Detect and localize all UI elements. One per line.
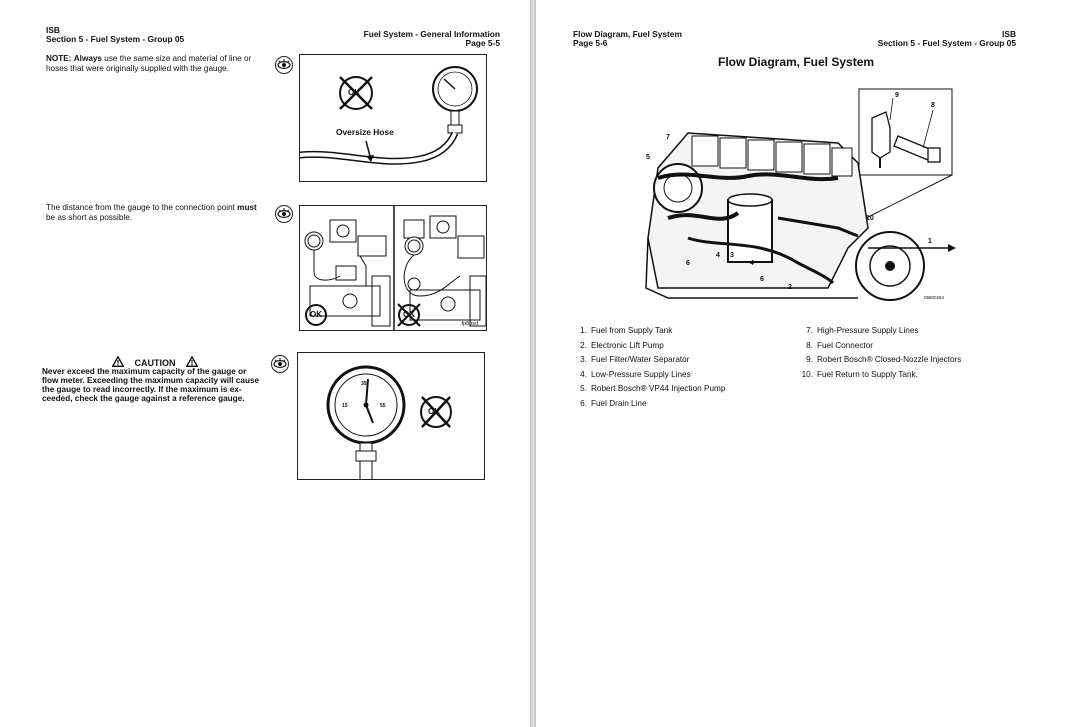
oversize-hose-figure: Oversize Hose OK bbox=[299, 54, 487, 182]
eye-icon bbox=[275, 56, 293, 74]
callout-9: 9 bbox=[895, 92, 899, 99]
callout-4: 4 bbox=[716, 252, 720, 259]
header-isb: ISB bbox=[46, 25, 60, 35]
gauge-connection-figure: OK OK fp8bsd bbox=[299, 205, 487, 331]
caution-line: ceeded, check the gauge against a refere… bbox=[42, 393, 245, 403]
right-page: Flow Diagram, Fuel System Page 5-6 ISB S… bbox=[536, 0, 1066, 727]
callout-2: 2 bbox=[788, 284, 792, 291]
list-item: 10.Fuel Return to Supply Tank. bbox=[801, 369, 918, 379]
gauge-capacity-figure: 35 15 55 OK bbox=[297, 352, 485, 480]
caution-line: Never exceed the maximum capacity of the… bbox=[42, 367, 247, 376]
legend-list-right: 7.High-Pressure Supply Lines 8.Fuel Conn… bbox=[800, 324, 962, 382]
ok-mark-3: OK bbox=[428, 407, 440, 416]
diagram-code: 05800264 bbox=[924, 295, 945, 300]
list-item: 6.Fuel Drain Line bbox=[580, 398, 647, 408]
dial-label-right: 55 bbox=[380, 403, 386, 409]
callout-8: 8 bbox=[931, 102, 935, 109]
callout-4b: 4 bbox=[750, 260, 754, 267]
note-text-2: hoses that were originally supplied with… bbox=[46, 63, 229, 73]
eye-icon bbox=[271, 355, 289, 373]
legend-list-left: 1.Fuel from Supply Tank 2.Electronic Lif… bbox=[574, 324, 725, 412]
callout-6: 6 bbox=[686, 260, 690, 267]
distance-bold: must bbox=[237, 203, 257, 212]
header-section: Section 5 - Fuel System - Group 05 bbox=[46, 34, 185, 44]
header-title: Fuel System - General Information bbox=[363, 29, 500, 39]
list-item: 2.Electronic Lift Pump bbox=[580, 340, 664, 350]
note-paragraph: NOTE: Always use the same size and mater… bbox=[46, 54, 271, 73]
header-title: Flow Diagram, Fuel System bbox=[573, 29, 682, 39]
callout-10: 10 bbox=[866, 215, 874, 222]
warning-triangle-icon bbox=[185, 354, 199, 372]
left-page: ISB Section 5 - Fuel System - Group 05 F… bbox=[0, 0, 530, 727]
callout-6b: 6 bbox=[760, 276, 764, 283]
dial-label-top: 35 bbox=[361, 381, 367, 387]
page-title: Flow Diagram, Fuel System bbox=[718, 55, 875, 69]
figure-code: fp8bsd bbox=[461, 321, 478, 327]
page-gutter bbox=[530, 0, 536, 727]
list-item: 1.Fuel from Supply Tank bbox=[580, 326, 673, 335]
header-page: Page 5-5 bbox=[465, 38, 500, 48]
caution-line: the gauge to read incorrectly. If the ma… bbox=[42, 384, 242, 394]
callout-1: 1 bbox=[928, 238, 932, 245]
fuel-flow-diagram: 9 8 7 5 10 1 6 4 3 4 6 2 05800264 bbox=[628, 88, 958, 310]
ok-crossed-icon bbox=[420, 396, 452, 428]
caution-title: CAUTION bbox=[134, 358, 176, 368]
warning-triangle-icon bbox=[111, 354, 125, 372]
distance-text-2: be as short as possible. bbox=[46, 212, 133, 222]
header-page: Page 5-6 bbox=[573, 38, 608, 48]
cross-icon bbox=[397, 303, 421, 327]
distance-text-1: The distance from the gauge to the conne… bbox=[46, 203, 238, 212]
ok-mark-1: OK bbox=[348, 88, 360, 97]
caution-heading: CAUTION bbox=[111, 353, 199, 372]
list-item: 4.Low-Pressure Supply Lines bbox=[580, 369, 691, 379]
list-item: 7.High-Pressure Supply Lines bbox=[806, 326, 919, 335]
list-item: 8.Fuel Connector bbox=[806, 340, 873, 350]
oversize-hose-label: Oversize Hose bbox=[336, 127, 394, 137]
ok-crossed-icon bbox=[339, 76, 373, 110]
callout-3: 3 bbox=[730, 252, 734, 259]
note-label: NOTE: bbox=[46, 54, 72, 63]
list-item: 5.Robert Bosch® VP44 Injection Pump bbox=[580, 384, 726, 394]
callout-7: 7 bbox=[666, 134, 670, 141]
eye-icon bbox=[275, 205, 293, 223]
list-item: 9.Robert Bosch® Closed-Nozzle Injectors bbox=[806, 355, 962, 365]
ok-mark-good: OK bbox=[305, 304, 327, 326]
callout-5: 5 bbox=[646, 154, 650, 161]
header-isb: ISB bbox=[1002, 29, 1016, 39]
distance-paragraph: The distance from the gauge to the conne… bbox=[46, 203, 271, 222]
list-item: 3.Fuel Filter/Water Separator bbox=[580, 355, 690, 365]
caution-line: flow meter. Exceeding the maximum capaci… bbox=[42, 375, 260, 385]
note-text-1: use the same size and material of line o… bbox=[101, 54, 252, 63]
dial-label-left: 15 bbox=[342, 403, 348, 409]
caution-text: Never exceed the maximum capacity of the… bbox=[42, 367, 262, 404]
header-section: Section 5 - Fuel System - Group 05 bbox=[877, 38, 1016, 48]
note-bold: Always bbox=[73, 54, 102, 63]
